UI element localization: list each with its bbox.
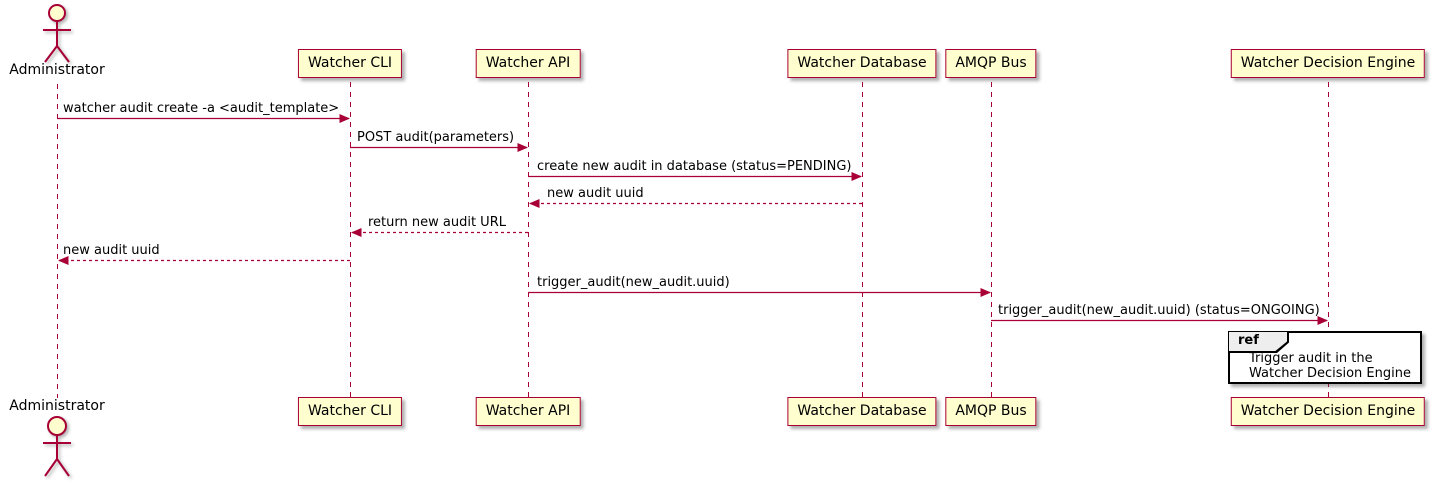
participant-watcher-decision-engine-bottom: Watcher Decision Engine <box>1230 397 1426 426</box>
message-label-1: watcher audit create -a <audit_template> <box>63 101 340 116</box>
message-label-6: new audit uuid <box>63 243 160 258</box>
ref-text-line-1: Trigger audit in the <box>1249 351 1373 366</box>
message-label-7: trigger_audit(new_audit.uuid) <box>537 275 730 290</box>
message-label-8: trigger_audit(new_audit.uuid) (status=ON… <box>998 303 1320 318</box>
ref-keyword: ref <box>1229 332 1287 351</box>
actor-figure-bottom <box>43 416 71 477</box>
message-label-2: POST audit(parameters) <box>357 130 515 145</box>
message-label-5: return new audit URL <box>368 215 506 230</box>
lifelines <box>57 82 1329 398</box>
participant-amqp-bus-bottom: AMQP Bus <box>945 397 1037 426</box>
actor-label-bottom: Administrator <box>9 398 105 414</box>
message-arrows <box>57 114 1328 325</box>
ref-body-text: Trigger audit in the Watcher Decision En… <box>1249 351 1411 381</box>
participant-watcher-api-bottom: Watcher API <box>475 397 581 426</box>
participant-watcher-cli-top: Watcher CLI <box>297 49 403 78</box>
participant-watcher-database-bottom: Watcher Database <box>787 397 937 426</box>
participant-watcher-database-top: Watcher Database <box>787 49 937 78</box>
participant-watcher-api-top: Watcher API <box>475 49 581 78</box>
ref-header-shape: ref <box>1229 332 1289 353</box>
message-label-4: new audit uuid <box>547 186 644 201</box>
ref-text-line-2: Watcher Decision Engine <box>1249 365 1411 381</box>
participant-amqp-bus-top: AMQP Bus <box>945 49 1037 78</box>
ref-fragment: ref Trigger audit in the Watcher Decisio… <box>1228 331 1422 384</box>
actor-label-top: Administrator <box>9 62 105 78</box>
participant-watcher-decision-engine-top: Watcher Decision Engine <box>1230 49 1426 78</box>
message-label-3: create new audit in database (status=PEN… <box>537 159 852 174</box>
actor-figure-top <box>43 4 71 63</box>
participant-watcher-cli-bottom: Watcher CLI <box>297 397 403 426</box>
